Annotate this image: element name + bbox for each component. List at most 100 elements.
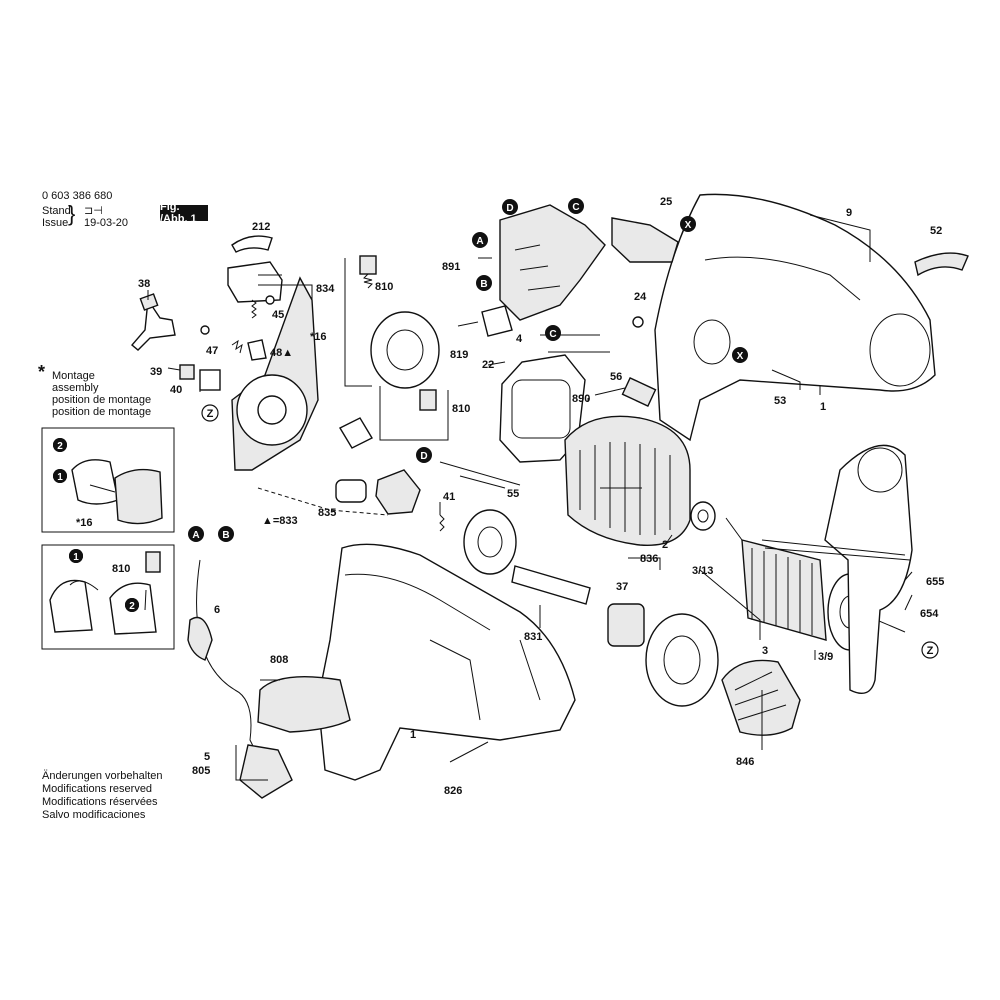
svg-text:C: C bbox=[549, 329, 556, 340]
part-label-1-b: 1 bbox=[410, 729, 416, 741]
callout-X-1: X bbox=[680, 216, 696, 232]
part-label-48: 48▲ bbox=[270, 347, 293, 359]
part-833-drawing bbox=[375, 469, 421, 515]
part-890-drawing bbox=[621, 376, 657, 408]
part-835-drawing bbox=[335, 479, 367, 503]
part-label-5: 5 bbox=[204, 751, 210, 763]
part-655-depth-rod-drawing bbox=[761, 539, 911, 561]
mount-note-line: Montage bbox=[52, 370, 95, 382]
svg-text:2: 2 bbox=[129, 601, 135, 612]
part-label-3-13: 3/13 bbox=[692, 565, 713, 577]
part-label-3: 3 bbox=[762, 645, 768, 657]
part-39-drawing bbox=[179, 364, 195, 380]
part-label-52: 52 bbox=[930, 225, 942, 237]
modification-notes: Änderungen vorbehalten Modifications res… bbox=[42, 770, 162, 822]
svg-text:D: D bbox=[420, 451, 427, 462]
part-826-screw-drawing bbox=[449, 741, 489, 763]
part-37-drawing bbox=[607, 603, 645, 647]
part-label-808: 808 bbox=[270, 654, 288, 666]
part-label-891: 891 bbox=[442, 261, 460, 273]
note-line: Salvo modificaciones bbox=[42, 809, 146, 821]
part-label-55: 55 bbox=[507, 488, 519, 500]
part-label-22: 22 bbox=[482, 359, 494, 371]
part-label-831: 831 bbox=[524, 631, 542, 643]
carbon-brush-upper-drawing bbox=[359, 255, 377, 275]
part-label-846: 846 bbox=[736, 756, 754, 768]
part-label-41: 41 bbox=[443, 491, 455, 503]
part-38-drawing bbox=[131, 297, 176, 351]
part-label-16: *16 bbox=[310, 331, 327, 343]
svg-text:1: 1 bbox=[73, 552, 79, 563]
mount-note-line: assembly bbox=[52, 382, 99, 394]
callout-2-inset2: 2 bbox=[125, 598, 139, 612]
svg-text:C: C bbox=[572, 202, 579, 213]
part-836-drawing bbox=[645, 613, 719, 707]
callout-B-2: B bbox=[218, 526, 234, 542]
part-label-834: 834 bbox=[316, 283, 335, 295]
part-212-drawing bbox=[231, 235, 273, 253]
spring-45-drawing bbox=[251, 299, 257, 319]
part-808-drawing bbox=[257, 676, 351, 733]
part-label-56: 56 bbox=[610, 371, 622, 383]
svg-text:X: X bbox=[685, 220, 692, 231]
stand-icon: ⊐⊣ bbox=[84, 205, 103, 217]
brace-symbol: } bbox=[68, 201, 76, 226]
svg-text:D: D bbox=[506, 203, 513, 214]
part-1-housing-half-drawing bbox=[654, 193, 936, 442]
document-number: 0 603 386 680 bbox=[42, 190, 113, 202]
inset-box-assembly-16 bbox=[41, 427, 175, 533]
part-label-890: 890 bbox=[572, 393, 590, 405]
svg-text:A: A bbox=[192, 530, 199, 541]
part-3-armature-drawing bbox=[741, 539, 827, 641]
svg-text:Z: Z bbox=[927, 645, 934, 657]
callout-1-inset: 1 bbox=[53, 469, 67, 483]
callout-C-2: C bbox=[545, 325, 561, 341]
part-label-655: 655 bbox=[926, 576, 944, 588]
part-819-drawing bbox=[481, 305, 513, 337]
spring-41-drawing bbox=[439, 514, 445, 532]
part-22-screw-drawing bbox=[487, 361, 506, 366]
mounting-note: * Montage assembly position de montage p… bbox=[38, 363, 152, 418]
callout-Z-2: Z bbox=[921, 641, 939, 659]
part-52-drawing bbox=[914, 252, 969, 277]
part-890-screw-drawing bbox=[594, 387, 626, 396]
part-label-38: 38 bbox=[138, 278, 150, 290]
svg-text:A: A bbox=[476, 236, 483, 247]
asterisk-icon: * bbox=[38, 362, 46, 382]
part-label-810-b: 810 bbox=[452, 403, 470, 415]
part-2-stator-drawing bbox=[564, 415, 691, 546]
callout-X-2: X bbox=[732, 347, 748, 363]
mount-note-line: position de montage bbox=[52, 394, 152, 406]
part-label-45: 45 bbox=[272, 309, 284, 321]
leader-lines bbox=[147, 214, 913, 781]
part-label-4: 4 bbox=[516, 333, 523, 345]
part-label-819: 819 bbox=[450, 349, 468, 361]
part-25-drawing bbox=[611, 217, 679, 263]
part-16-drawing bbox=[370, 311, 440, 389]
part-label-9: 9 bbox=[846, 207, 852, 219]
part-40-drawing bbox=[199, 369, 221, 391]
svg-text:1: 1 bbox=[57, 472, 63, 483]
part-654-handle-drawing bbox=[824, 444, 913, 694]
callout-1-inset2: 1 bbox=[69, 549, 83, 563]
part-label-836: 836 bbox=[640, 553, 658, 565]
callout-A-2: A bbox=[188, 526, 204, 542]
note-line: Modifications reserved bbox=[42, 783, 153, 795]
part-6-cable-drawing bbox=[196, 559, 256, 751]
issue-date: 19-03-20 bbox=[84, 217, 129, 229]
part-label-47: 47 bbox=[206, 345, 218, 357]
callout-2-inset: 2 bbox=[53, 438, 67, 452]
part-labels: 212 834 45 38 47 48▲ 39 40 810 *16 819 8… bbox=[76, 196, 944, 797]
callout-B-1: B bbox=[476, 275, 492, 291]
part-label-53: 53 bbox=[774, 395, 786, 407]
part-label-16-inset: *16 bbox=[76, 517, 93, 529]
part-53-drawing bbox=[771, 369, 801, 390]
svg-text:2: 2 bbox=[57, 441, 63, 452]
part-label-810-a: 810 bbox=[375, 281, 393, 293]
issue-label: Issue bbox=[42, 217, 69, 229]
part-label-654: 654 bbox=[920, 608, 939, 620]
callout-D-2: D bbox=[416, 447, 432, 463]
part-label-826: 826 bbox=[444, 785, 462, 797]
part-831-spindle-drawing bbox=[511, 565, 591, 605]
